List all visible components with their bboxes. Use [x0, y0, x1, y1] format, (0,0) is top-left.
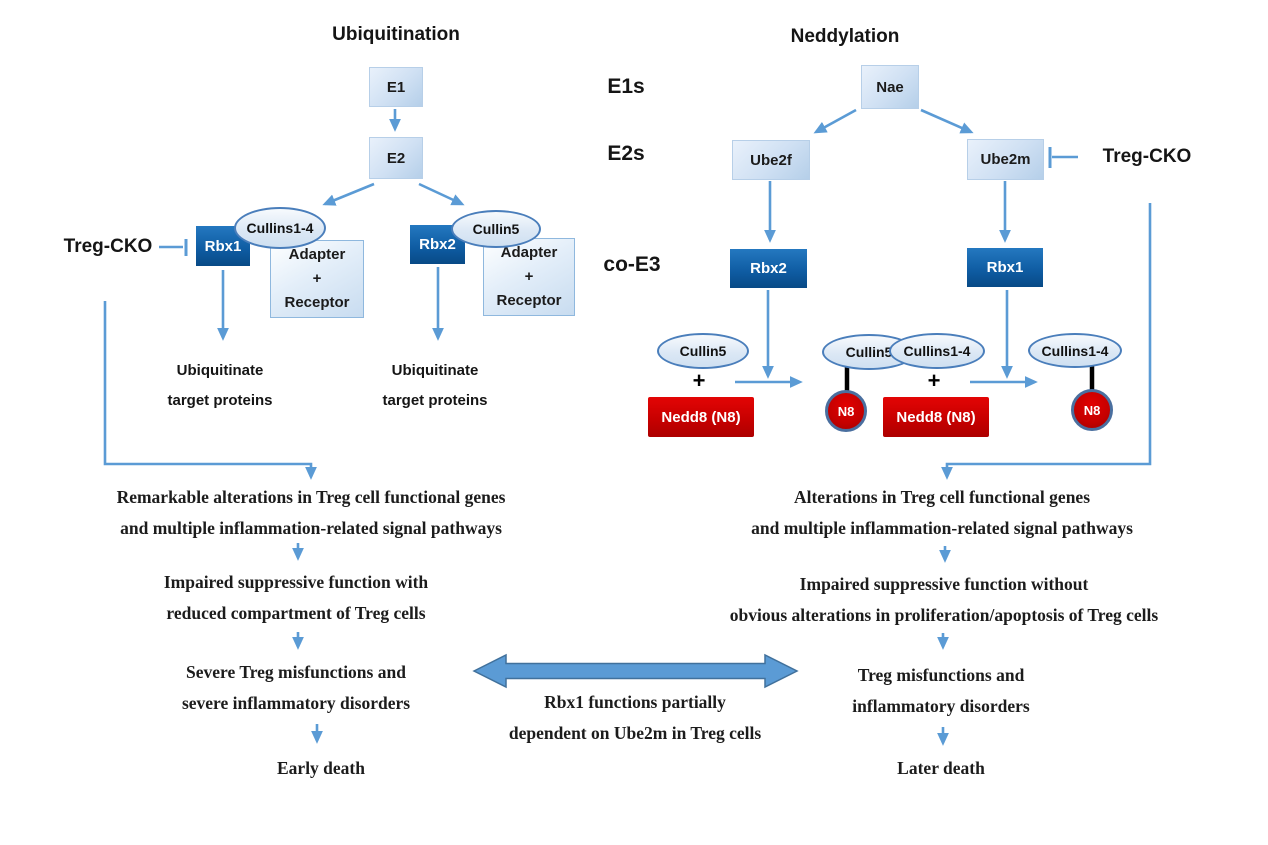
rightflow-step1-line1: Alterations in Treg cell functional gene…: [793, 487, 1091, 507]
adapter-receptor-box-right: Adapter + Receptor: [483, 238, 575, 316]
node-ube2f: Ube2f: [732, 140, 810, 180]
rightflow-step1-line2: and multiple inflammation-related signal…: [751, 518, 1133, 538]
adapter-plus: +: [312, 270, 322, 287]
title-neddylation: Neddylation: [790, 26, 900, 47]
rightflow-step2-line2: obvious alterations in proliferation/apo…: [729, 605, 1159, 625]
connector-tregcko-left-to-flow: [103, 301, 317, 480]
treg-cko-label-right: Treg-CKO: [1102, 146, 1192, 167]
leftflow-step3-line2: severe inflammatory disorders: [181, 693, 411, 713]
double-arrow-comparison: [472, 653, 799, 689]
center-note-line1: Rbx1 functions partially: [544, 692, 726, 712]
nedd8-box-left: Nedd8 (N8): [648, 397, 754, 437]
n8-circle-right: N8: [1071, 389, 1113, 431]
adapter-receptor-box-left: Adapter + Receptor: [270, 240, 364, 318]
node-rbx1-right: Rbx1: [967, 248, 1043, 287]
node-rbx2-mid: Rbx2: [730, 249, 807, 288]
arrow-e2-to-right-complex: [418, 182, 465, 206]
leftflow-step2-line1: Impaired suppressive function with: [163, 572, 429, 592]
nedd8-box-right: Nedd8 (N8): [883, 397, 989, 437]
ellipse-cullins14-left: Cullins1-4: [234, 207, 326, 249]
leftflow-step1: Remarkable alterations in Treg cell func…: [117, 482, 506, 544]
leftflow-step2: Impaired suppressive function with reduc…: [164, 567, 428, 629]
node-e1: E1: [369, 67, 423, 107]
leftflow-step2-line2: reduced compartment of Treg cells: [166, 603, 426, 623]
rightflow-step1: Alterations in Treg cell functional gene…: [751, 482, 1133, 544]
ubiquitinate-line1: Ubiquitinate: [176, 362, 264, 379]
title-ubiquitination: Ubiquitination: [332, 24, 460, 45]
center-note-line2: dependent on Ube2m in Treg cells: [508, 723, 762, 743]
ellipse-cullins14-free: Cullins1-4: [889, 333, 985, 369]
ellipse-cullin5-free: Cullin5: [657, 333, 749, 369]
ellipse-cullins14-neddylated: Cullins1-4: [1028, 333, 1122, 368]
treg-cko-label-left: Treg-CKO: [63, 236, 153, 257]
node-nae: Nae: [861, 65, 919, 109]
ubiquitinate-text-left: Ubiquitinate target proteins: [167, 356, 272, 416]
adapter-plus: +: [524, 268, 534, 285]
rightflow-step4: Later death: [897, 758, 985, 778]
receptor-line: Receptor: [496, 292, 562, 309]
rightflow-step2: Impaired suppressive function without ob…: [730, 569, 1158, 631]
node-rbx2-left: Rbx2: [410, 225, 465, 264]
center-note: Rbx1 functions partially dependent on Ub…: [509, 687, 761, 749]
leftflow-step4: Early death: [277, 758, 365, 778]
leftflow-step1-line1: Remarkable alterations in Treg cell func…: [116, 487, 506, 507]
leftflow-step3-line1: Severe Treg misfunctions and: [186, 662, 406, 682]
ubiquitinate-text-right: Ubiquitinate target proteins: [382, 356, 487, 416]
node-ube2m: Ube2m: [967, 139, 1044, 180]
leftflow-step3: Severe Treg misfunctions and severe infl…: [182, 657, 410, 719]
tier-label-e2s: E2s: [607, 142, 645, 165]
arrow-e2-to-left-complex: [322, 182, 375, 206]
arrow-nae-to-ube2f: [813, 108, 857, 134]
adapter-line: Adapter: [288, 246, 346, 263]
arrow-nae-to-ube2m: [920, 108, 974, 134]
n8-circle-left: N8: [825, 390, 867, 432]
adapter-line: Adapter: [500, 244, 558, 261]
node-e2: E2: [369, 137, 423, 179]
ubiquitinate-line2: target proteins: [382, 392, 488, 409]
rightflow-step3-line1: Treg misfunctions and: [857, 665, 1025, 685]
plus-sign-right: +: [927, 368, 941, 393]
receptor-line: Receptor: [284, 294, 350, 311]
rightflow-step3-line2: inflammatory disorders: [852, 696, 1030, 716]
tier-label-e1s: E1s: [607, 75, 645, 98]
leftflow-step1-line2: and multiple inflammation-related signal…: [120, 518, 502, 538]
ubiquitinate-line2: target proteins: [167, 392, 273, 409]
connector-tregcko-right-to-flow: [941, 203, 1152, 480]
plus-sign-left: +: [692, 368, 706, 393]
ubiquitinate-line1: Ubiquitinate: [391, 362, 479, 379]
rightflow-step2-line1: Impaired suppressive function without: [799, 574, 1089, 594]
rightflow-step3: Treg misfunctions and inflammatory disor…: [852, 660, 1029, 722]
ellipse-cullin5-left: Cullin5: [451, 210, 541, 248]
tier-label-co-e3: co-E3: [603, 253, 661, 276]
